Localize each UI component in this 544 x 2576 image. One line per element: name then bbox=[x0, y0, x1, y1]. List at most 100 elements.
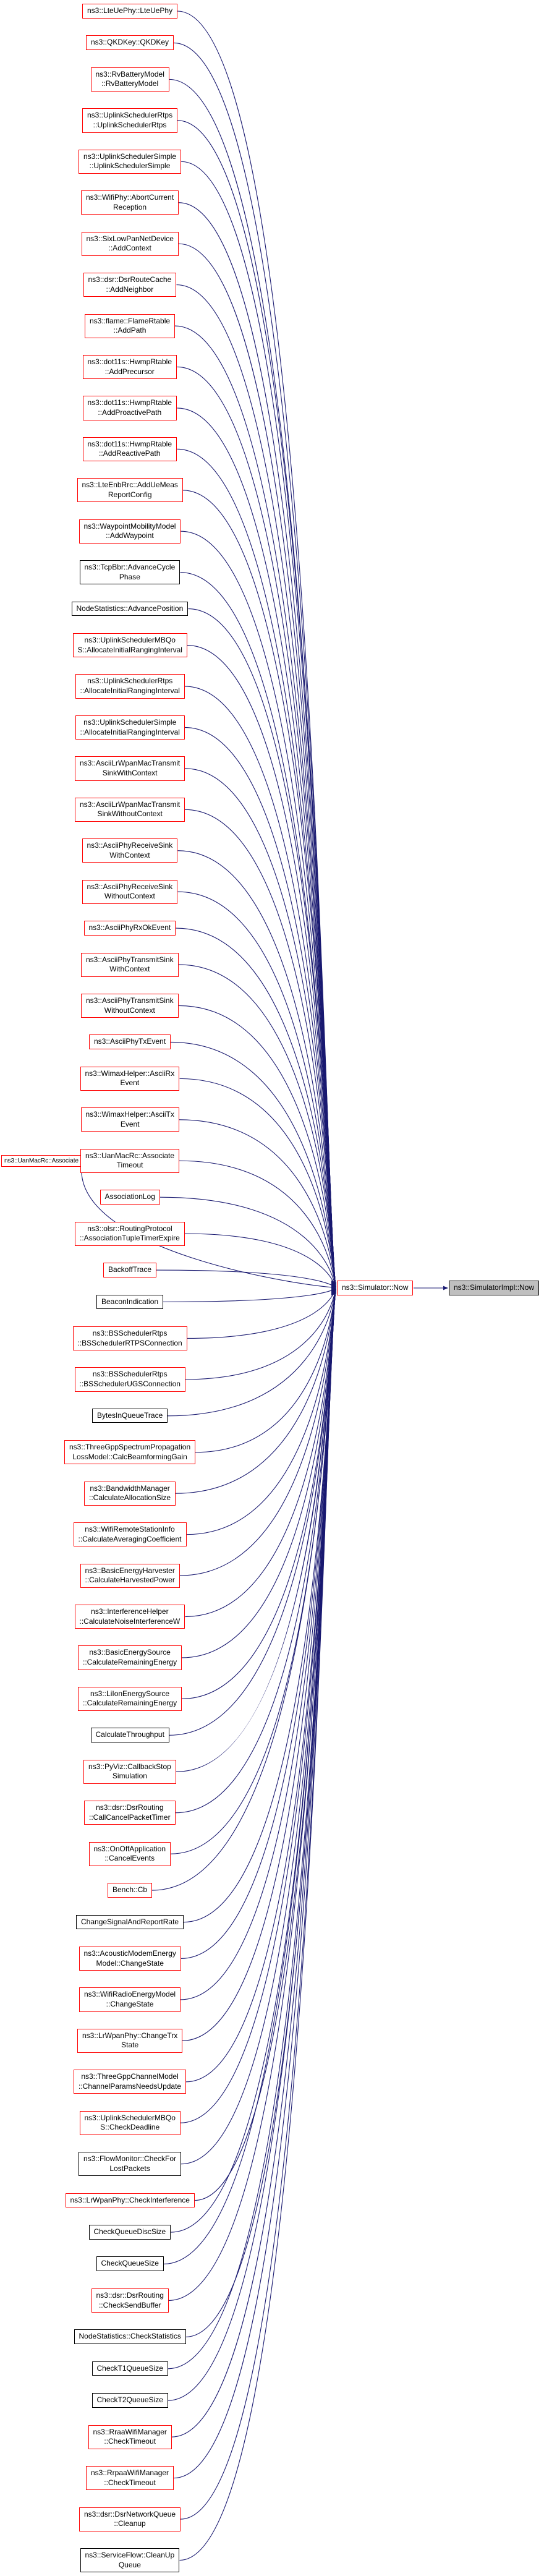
caller-node[interactable]: ns3::InterferenceHelper ::CalculateNoise… bbox=[74, 1605, 185, 1629]
caller-node[interactable]: Bench::Cb bbox=[108, 1883, 153, 1898]
caller-node[interactable]: ns3::RraaWifiManager ::CheckTimeout bbox=[88, 2425, 172, 2449]
caller-node[interactable]: CheckT2QueueSize bbox=[91, 2393, 168, 2408]
caller-node[interactable]: ns3::UanMacRc::Associate Timeout bbox=[80, 1148, 180, 1173]
call-edge bbox=[163, 1286, 336, 1303]
caller-node[interactable]: ns3::AsciiPhyReceiveSink WithoutContext bbox=[82, 879, 178, 904]
caller-node[interactable]: ns3::WaypointMobilityModel ::AddWaypoint bbox=[79, 519, 181, 544]
caller-node[interactable]: ns3::UplinkSchedulerMBQo S::AllocateInit… bbox=[72, 633, 187, 658]
caller-node[interactable]: ns3::QKDKey::QKDKey bbox=[86, 35, 174, 51]
caller-node[interactable]: ns3::AsciiPhyRxOkEvent bbox=[83, 921, 176, 936]
call-edge bbox=[179, 1119, 337, 1289]
call-edge bbox=[178, 964, 337, 1289]
caller-node[interactable]: ns3::dsr::DsrRouting ::CallCancelPacketT… bbox=[84, 1801, 176, 1825]
caller-node[interactable]: ns3::AcousticModemEnergy Model::ChangeSt… bbox=[79, 1946, 181, 1971]
call-edge bbox=[194, 1290, 337, 2201]
caller-node[interactable]: ns3::UplinkSchedulerSimple ::UplinkSched… bbox=[79, 149, 182, 174]
call-edge bbox=[179, 1078, 337, 1289]
caller-node[interactable]: ns3::LiIonEnergySource ::CalculateRemain… bbox=[78, 1686, 182, 1712]
call-edge bbox=[177, 891, 337, 1288]
caller-node[interactable]: ns3::BasicEnergyHarvester ::CalculateHar… bbox=[80, 1563, 180, 1588]
caller-node[interactable]: ChangeSignalAndReportRate bbox=[76, 1914, 184, 1930]
call-edge bbox=[185, 1290, 337, 2083]
caller-node[interactable]: ns3::ThreeGppSpectrumPropagation LossMod… bbox=[64, 1440, 196, 1465]
call-edge bbox=[81, 1166, 336, 1290]
call-edge bbox=[177, 407, 337, 1286]
call-edge bbox=[185, 1287, 337, 1380]
caller-node[interactable]: NodeStatistics::AdvancePosition bbox=[71, 601, 189, 616]
call-edge bbox=[181, 1289, 337, 1960]
caller-node[interactable]: ns3::UplinkSchedulerRtps ::UplinkSchedul… bbox=[82, 108, 178, 133]
call-edge bbox=[179, 1160, 337, 1289]
caller-node[interactable]: ns3::WimaxHelper::AsciiTx Event bbox=[80, 1107, 179, 1132]
caller-node[interactable]: ns3::RvBatteryModel ::RvBatteryModel bbox=[90, 67, 169, 92]
call-edge bbox=[171, 1289, 337, 1854]
caller-node[interactable]: ns3::PyViz::CallbackStop Simulation bbox=[83, 1759, 176, 1784]
call-edge bbox=[170, 1041, 337, 1289]
caller-node[interactable]: ns3::BandwidthManager ::CalculateAllocat… bbox=[84, 1481, 176, 1506]
caller-node[interactable]: ns3::RrpaaWifiManager ::CheckTimeout bbox=[86, 2466, 174, 2491]
call-edge bbox=[175, 1287, 337, 1494]
caller-node[interactable]: ns3::LteUePhy::LteUePhy bbox=[82, 4, 178, 19]
caller-node[interactable]: ns3::dot11s::HwmpRtable ::AddPrecursor bbox=[82, 354, 177, 380]
call-edge bbox=[186, 1287, 337, 1535]
caller-node[interactable]: CheckQueueDiscSize bbox=[88, 2225, 171, 2240]
call-edge bbox=[179, 1292, 336, 2561]
caller-node[interactable]: ns3::WifiPhy::AbortCurrent Reception bbox=[81, 190, 179, 215]
simulator-now-node[interactable]: ns3::Simulator::Now bbox=[337, 1281, 414, 1295]
caller-node[interactable]: ns3::dsr::DsrRouting ::CheckSendBuffer bbox=[91, 2288, 169, 2313]
caller-node[interactable]: ns3::olsr::RoutingProtocol ::Association… bbox=[75, 1221, 185, 1246]
caller-node[interactable]: ns3::ServiceFlow::CleanUp Queue bbox=[80, 2548, 180, 2573]
caller-node[interactable]: ns3::SixLowPanNetDevice ::AddContext bbox=[81, 231, 179, 256]
caller-node[interactable]: ns3::AsciiPhyReceiveSink WithContext bbox=[82, 838, 178, 863]
caller-node[interactable]: CheckT1QueueSize bbox=[91, 2361, 168, 2376]
caller-node[interactable]: ns3::OnOffApplication ::CancelEvents bbox=[88, 1841, 171, 1866]
caller-node[interactable]: ns3::dot11s::HwmpRtable ::AddProactivePa… bbox=[82, 396, 177, 420]
caller-node[interactable]: ns3::UplinkSchedulerRtps ::AllocateIniti… bbox=[75, 674, 185, 699]
caller-node[interactable]: NodeStatistics::CheckStatistics bbox=[74, 2329, 186, 2344]
caller-node[interactable]: ns3::LrWpanPhy::CheckInterference bbox=[65, 2193, 195, 2208]
caller-node[interactable]: ns3::FlowMonitor::CheckFor LostPackets bbox=[79, 2152, 182, 2177]
caller-node[interactable]: ns3::UplinkSchedulerSimple ::AllocateIni… bbox=[75, 715, 185, 740]
caller-node[interactable]: ns3::flame::FlameRtable ::AddPath bbox=[85, 313, 176, 338]
call-edge bbox=[159, 1196, 337, 1290]
caller-node[interactable]: ns3::dsr::DsrRouteCache ::AddNeighbor bbox=[83, 273, 177, 297]
call-edge bbox=[177, 448, 337, 1286]
call-edge bbox=[178, 1005, 337, 1289]
caller-node[interactable]: BackoffTrace bbox=[103, 1263, 157, 1277]
caller-node[interactable]: ns3::AsciiPhyTxEvent bbox=[89, 1034, 171, 1050]
caller-node[interactable]: ns3::LteEnbRrc::AddUeMeas ReportConfig bbox=[77, 478, 183, 503]
caller-node[interactable]: AssociationLog bbox=[100, 1190, 160, 1205]
caller-node[interactable]: ns3::TcpBbr::AdvanceCycle Phase bbox=[79, 560, 181, 585]
call-edge bbox=[195, 1287, 337, 1453]
caller-node[interactable]: CalculateThroughput bbox=[90, 1728, 169, 1742]
caller-node[interactable]: ns3::BSSchedulerRtps ::BSSchedulerUGSCon… bbox=[74, 1367, 185, 1392]
caller-node[interactable]: ns3::AsciiLrWpanMacTransmit SinkWithoutC… bbox=[75, 797, 185, 822]
caller-node[interactable]: ns3::WifiRadioEnergyModel ::ChangeState bbox=[79, 1987, 181, 2012]
caller-node[interactable]: BytesInQueueTrace bbox=[92, 1408, 168, 1423]
call-edge bbox=[185, 1287, 337, 1618]
call-edge bbox=[169, 79, 337, 1284]
call-edge bbox=[177, 11, 336, 1284]
caller-node[interactable]: ns3::AsciiPhyTransmitSink WithoutContext bbox=[81, 993, 179, 1018]
caller-node[interactable]: CheckQueueSize bbox=[96, 2256, 164, 2272]
caller-node[interactable]: ns3::WifiRemoteStationInfo ::CalculateAv… bbox=[73, 1522, 187, 1547]
caller-node[interactable]: BeaconIndication bbox=[96, 1294, 164, 1310]
caller-node[interactable]: ns3::ThreeGppChannelModel ::ChannelParam… bbox=[74, 2070, 187, 2094]
call-edge bbox=[171, 1291, 337, 2437]
caller-node[interactable]: ns3::UplinkSchedulerMBQo S::CheckDeadlin… bbox=[79, 2110, 181, 2135]
caller-node[interactable]: ns3::dot11s::HwmpRtable ::AddReactivePat… bbox=[82, 437, 177, 462]
caller-node[interactable]: ns3::LrWpanPhy::ChangeTrx State bbox=[77, 2028, 183, 2054]
caller-node[interactable]: ns3::WimaxHelper::AsciiRx Event bbox=[80, 1066, 180, 1091]
caller-node[interactable]: ns3::BSSchedulerRtps ::BSSchedulerRTPSCo… bbox=[72, 1326, 187, 1351]
call-edge bbox=[182, 1289, 337, 2041]
caller-node[interactable]: ns3::BasicEnergySource ::CalculateRemain… bbox=[78, 1645, 182, 1670]
call-edge bbox=[180, 1292, 337, 2520]
caller-node[interactable]: ns3::AsciiLrWpanMacTransmit SinkWithCont… bbox=[75, 756, 185, 781]
call-edge bbox=[167, 1287, 337, 1417]
caller-node[interactable]: ns3::dsr::DsrNetworkQueue ::Cleanup bbox=[79, 2507, 181, 2531]
call-edge bbox=[187, 1286, 337, 1339]
call-edge bbox=[177, 120, 337, 1285]
caller-node[interactable]: ns3::AsciiPhyTransmitSink WithContext bbox=[81, 952, 179, 977]
caller-node-uanmacrc-associate[interactable]: ns3::UanMacRc::Associate bbox=[1, 1154, 82, 1167]
call-edge bbox=[184, 1233, 337, 1290]
